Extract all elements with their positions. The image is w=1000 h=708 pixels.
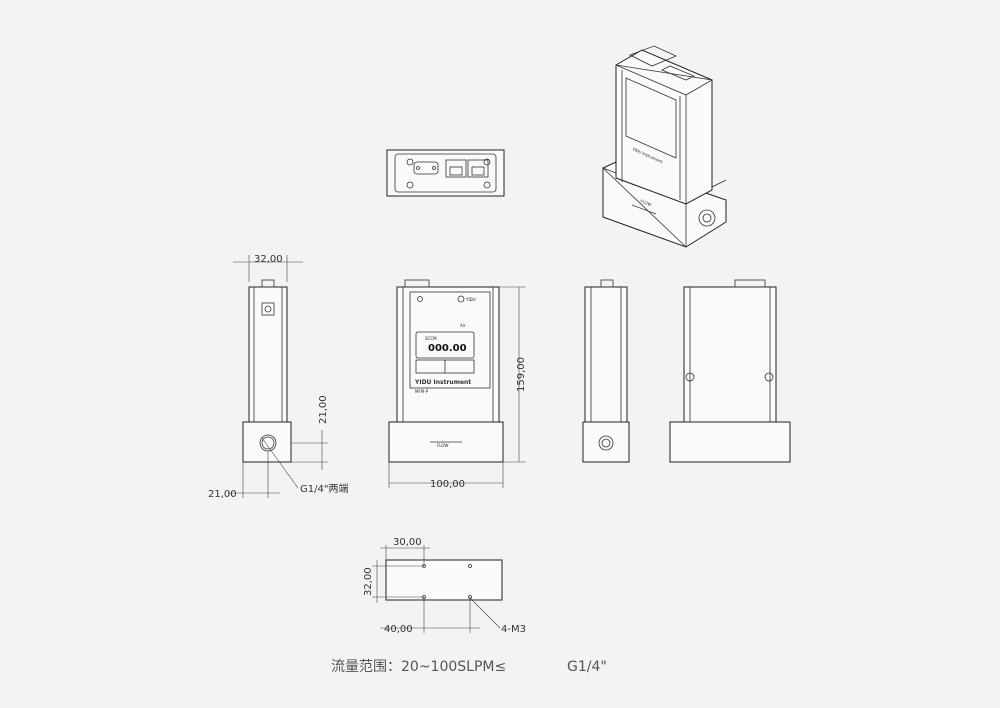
note-holes: 4-M3 (501, 624, 526, 635)
bottom-view: 30,00 32,00 40,00 4-M3 (363, 537, 526, 635)
display-gas: Air (460, 323, 466, 328)
dim-bottom-x: 30,00 (393, 537, 422, 548)
dim-side-height: 21,00 (318, 395, 329, 424)
dim-front-width: 100,00 (430, 479, 465, 490)
side-view-left: 32,00 21,00 21,00 G1/4"两端 (208, 254, 348, 500)
display-brand: YIDU (465, 297, 476, 302)
front-model: MFM-P (415, 389, 429, 394)
front-flow-label: FLOW (437, 443, 449, 448)
iso-flow-label: FLOW (640, 198, 653, 207)
rear-view (669, 279, 791, 463)
front-view: YIDU SCCM 000.00 Air YIDU Instrument MFM… (388, 279, 527, 490)
spec-range: 流量范围：20~100SLPM≤ (331, 658, 506, 675)
dim-front-height: 159,00 (516, 357, 527, 392)
isometric-view: YIDU Instrument FLOW (602, 45, 727, 248)
dim-side-width: 32,00 (254, 254, 283, 265)
dim-bottom-x2: 40,00 (384, 624, 413, 635)
spec-thread: G1/4" (567, 659, 607, 675)
dim-side-offset: 21,00 (208, 489, 237, 500)
dim-bottom-y: 32,00 (363, 567, 374, 596)
display-unit: SCCM (425, 336, 437, 341)
display-value: 000.00 (428, 343, 467, 354)
side-view-right (582, 279, 630, 463)
connector-top-view (386, 149, 505, 197)
front-brand-label: YIDU Instrument (414, 379, 471, 386)
note-port: G1/4"两端 (300, 482, 348, 495)
